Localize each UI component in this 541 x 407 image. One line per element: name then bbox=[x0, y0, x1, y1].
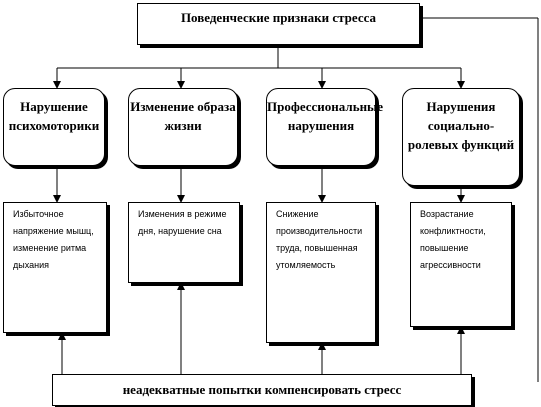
title-text: Поведенческие признаки стресса bbox=[180, 10, 377, 25]
category-label-psychomotor: Нарушение психомоторики bbox=[8, 99, 100, 133]
category-box-psychomotor: Нарушение психомоторики bbox=[3, 88, 105, 166]
category-label-social: Нарушения социально-ролевых функций bbox=[407, 99, 515, 152]
detail-text-psychomotor: Избыточное напряжение мышц, изменение ри… bbox=[13, 209, 94, 270]
title-box: Поведенческие признаки стресса bbox=[137, 3, 420, 45]
detail-box-psychomotor: Избыточное напряжение мышц, изменение ри… bbox=[3, 202, 107, 333]
category-box-social: Нарушения социально-ролевых функций bbox=[402, 88, 520, 186]
detail-box-professional: Снижение производительности труда, повыш… bbox=[266, 202, 376, 343]
category-box-lifestyle: Изменение образа жизни bbox=[128, 88, 238, 166]
category-box-professional: Профессиональные нарушения bbox=[266, 88, 383, 166]
detail-text-lifestyle: Изменения в режиме дня, нарушение сна bbox=[138, 209, 227, 236]
detail-text-social: Возрастание конфликтности, повышение агр… bbox=[420, 209, 486, 270]
detail-box-social: Возрастание конфликтности, повышение агр… bbox=[410, 202, 512, 327]
footer-text: неадекватные попытки компенсировать стре… bbox=[122, 382, 402, 397]
footer-box: неадекватные попытки компенсировать стре… bbox=[52, 374, 472, 406]
detail-text-professional: Снижение производительности труда, повыш… bbox=[276, 209, 363, 270]
category-label-lifestyle: Изменение образа жизни bbox=[130, 99, 236, 133]
detail-box-lifestyle: Изменения в режиме дня, нарушение сна bbox=[128, 202, 240, 283]
category-label-professional: Профессиональные нарушения bbox=[267, 99, 383, 133]
